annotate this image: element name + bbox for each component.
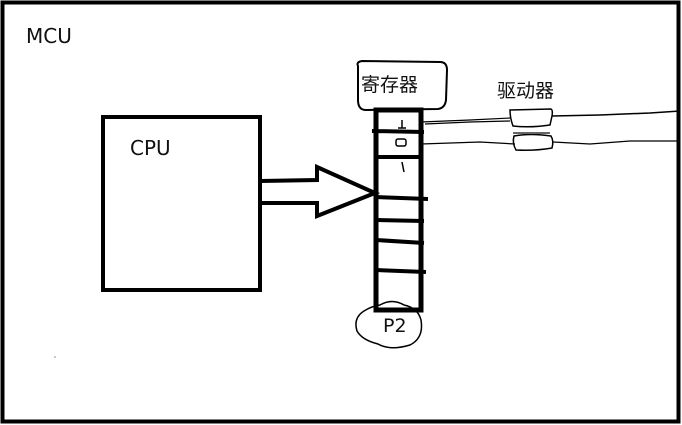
bit-mark-1: [398, 120, 406, 129]
register-divider: [375, 238, 425, 245]
register-bit-marks: [395, 120, 407, 173]
driver-symbol: [509, 108, 554, 151]
register-divider: [375, 268, 427, 274]
output-line-lower: [420, 141, 516, 145]
arrow-cpu-to-register: [259, 163, 381, 219]
stray-dot: [54, 356, 56, 358]
register-divider: [375, 218, 425, 223]
driver-upper-buffer: [509, 108, 554, 128]
bit-mark-1-lower: [401, 161, 405, 173]
port-label: P2: [383, 315, 407, 337]
port-label-bubble: [355, 300, 423, 349]
register-column: [373, 107, 424, 313]
register-divider: [375, 195, 429, 201]
output-line-upper: [420, 117, 511, 123]
cpu-label: CPU: [130, 136, 171, 160]
output-lines: [420, 110, 681, 145]
register-label-bubble: [356, 59, 449, 112]
register-cell-dividers: [371, 129, 429, 274]
register-label: 寄存器: [361, 74, 419, 96]
output-line-upper-2: [424, 120, 511, 125]
bit-mark-0: [395, 138, 407, 147]
driver-lower-buffer: [512, 133, 554, 151]
output-line-right-lower: [552, 140, 680, 145]
mcu-label: MCU: [26, 24, 72, 48]
register-divider: [371, 129, 425, 134]
output-line-right-upper: [551, 110, 681, 117]
cpu-block: [101, 115, 262, 292]
driver-label: 驱动器: [497, 80, 555, 102]
